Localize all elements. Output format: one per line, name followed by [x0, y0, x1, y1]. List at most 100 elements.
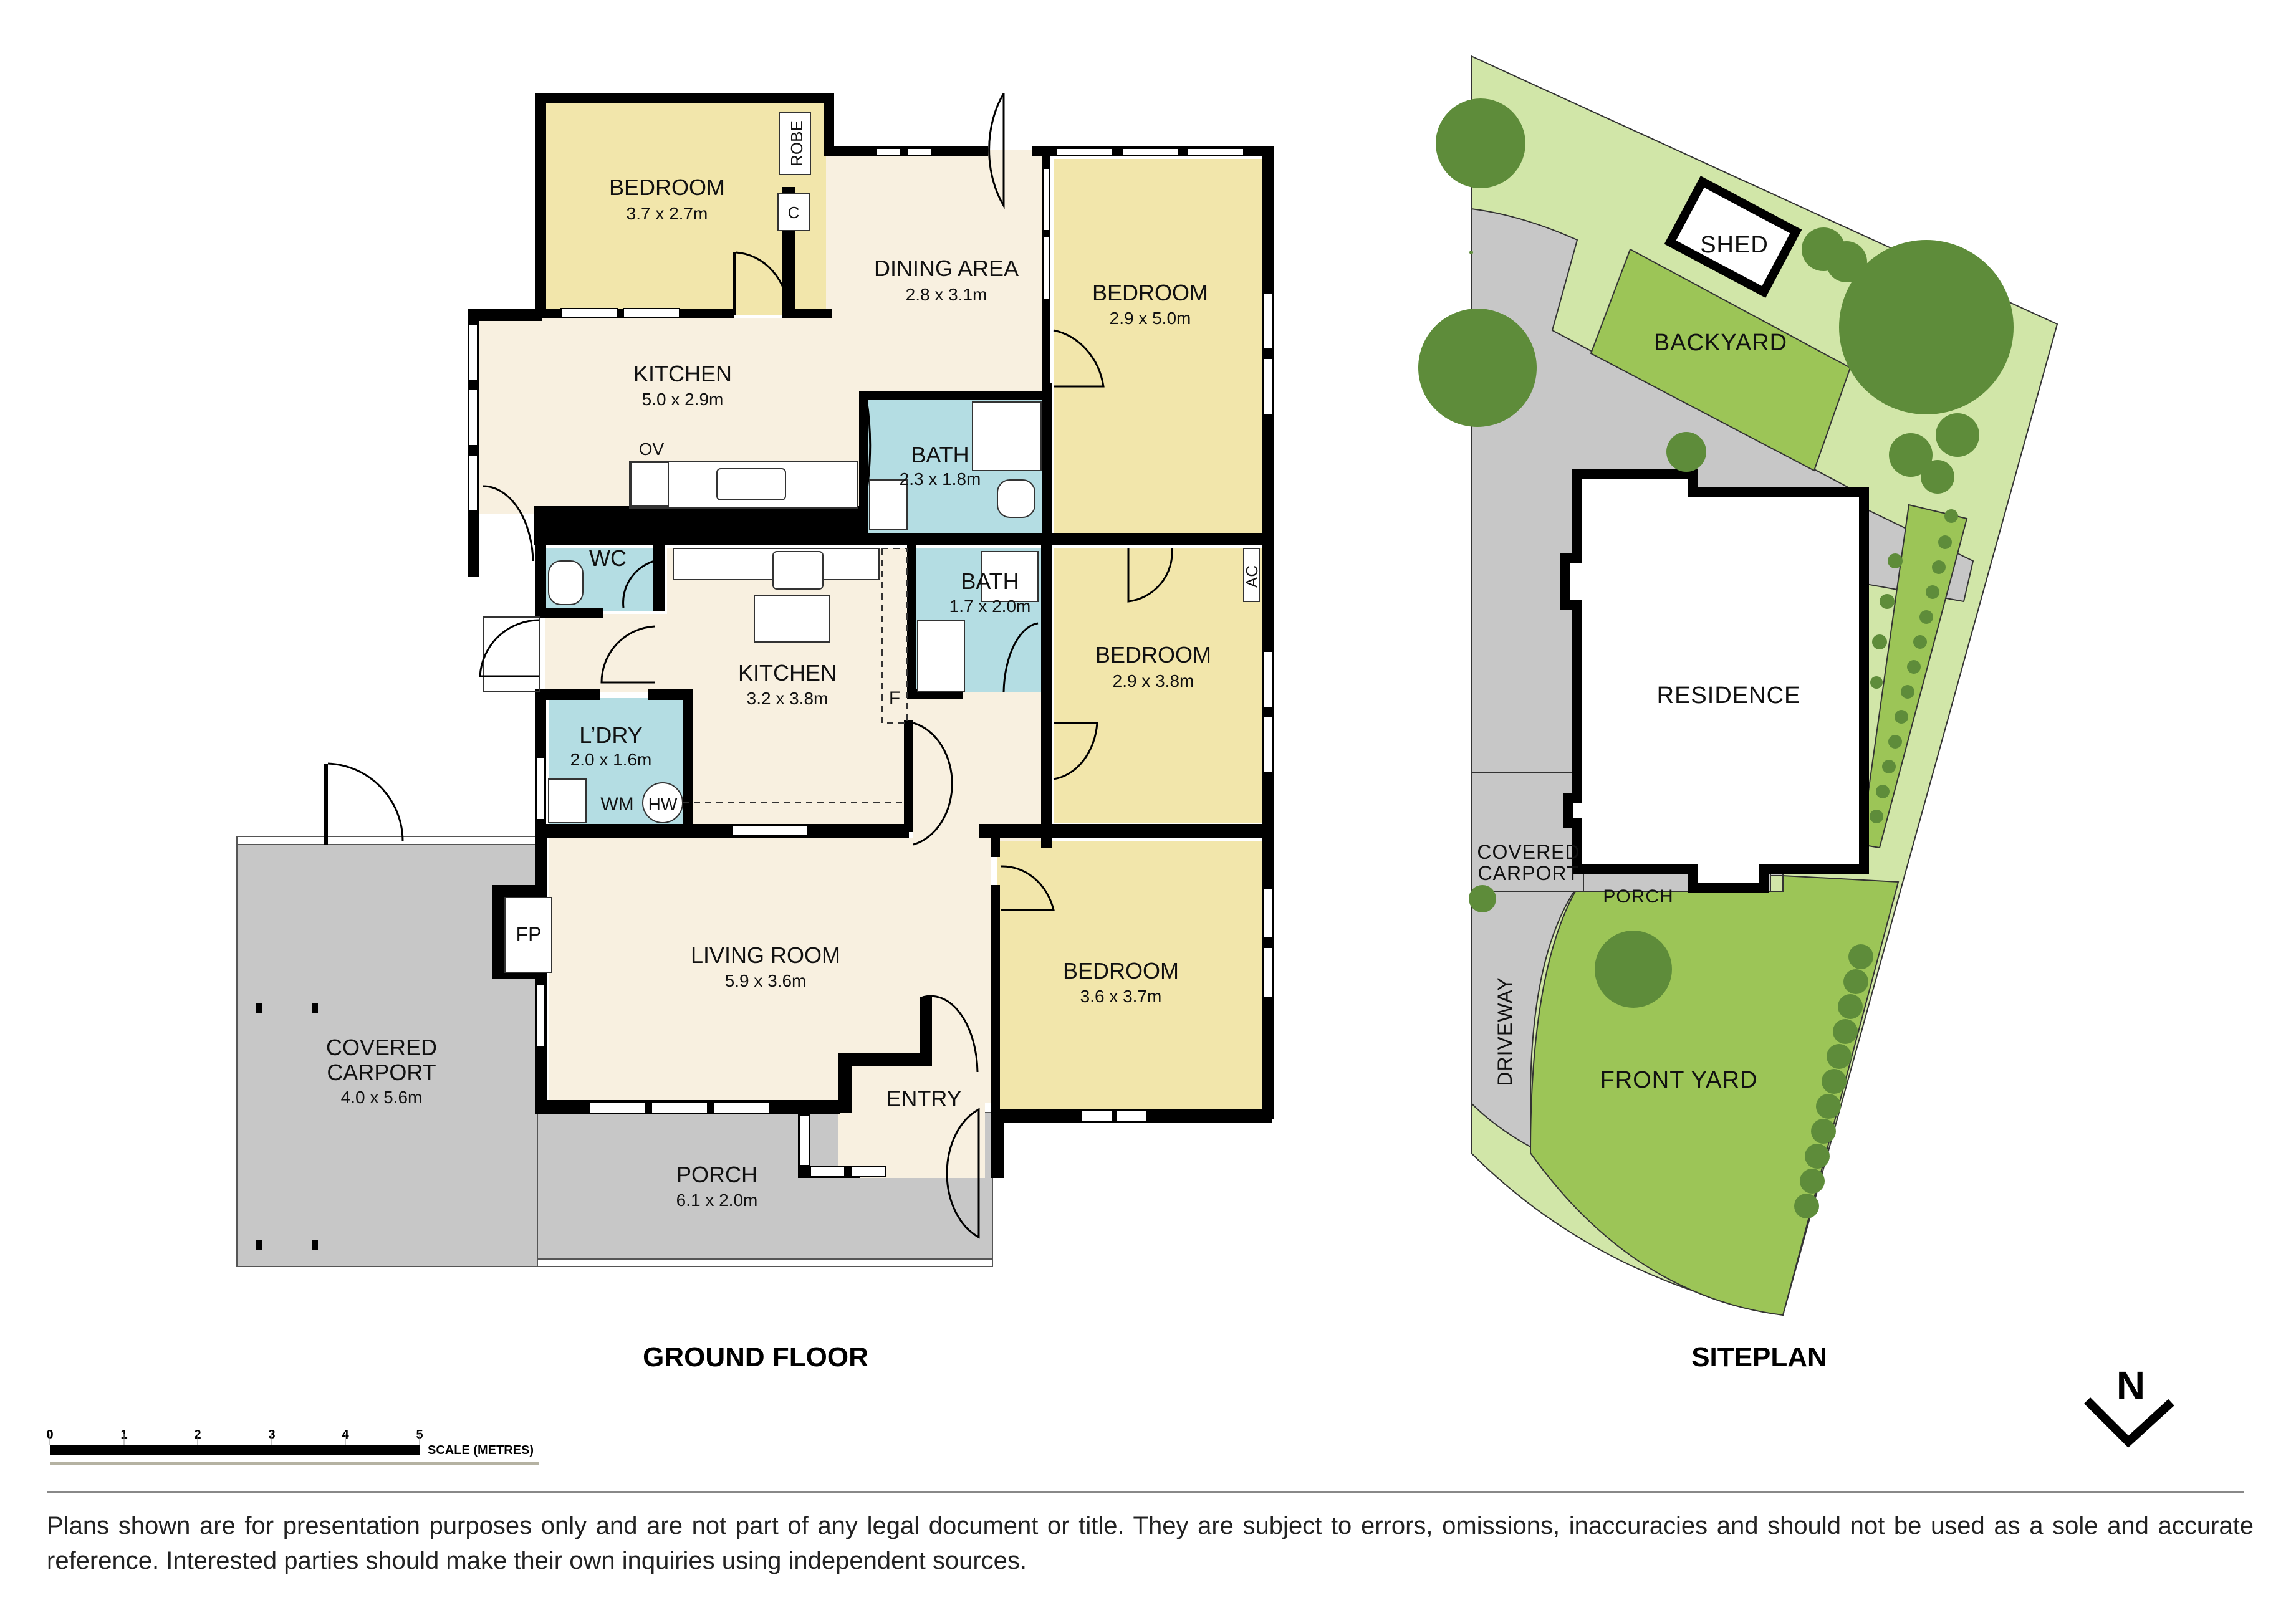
ac-label: AC [1242, 565, 1261, 588]
bedroom-3-fill [1054, 548, 1262, 823]
shrub-icon [1889, 433, 1933, 477]
door-bedroom-1[interactable] [733, 251, 790, 315]
door-bedroom-3-hall[interactable] [1053, 722, 1098, 780]
backyard-label: BACKYARD [1654, 330, 1787, 356]
bedroom-2-label: BEDROOM [1092, 280, 1208, 305]
laundry-dims: 2.0 x 1.6m [570, 750, 652, 769]
wc-label: WC [589, 545, 627, 571]
site-carport [1471, 772, 1584, 892]
door-bedroom-3[interactable] [1127, 548, 1173, 603]
driveway-label: DRIVEWAY [1494, 977, 1516, 1086]
kitchen-2-dims: 3.2 x 3.8m [747, 689, 829, 708]
bedroom-1-dims: 3.7 x 2.7m [627, 204, 708, 223]
hedge-row [1794, 509, 1958, 1218]
tree-icon [1418, 309, 1537, 427]
tree-icon [1839, 240, 2014, 414]
kitchen-1-dims: 5.0 x 2.9m [642, 390, 724, 409]
tree-icon [1469, 251, 1473, 254]
door-kitchen-2[interactable] [913, 722, 953, 846]
door-hall[interactable] [600, 625, 655, 684]
siteplan-title: SITEPLAN [1691, 1342, 1827, 1372]
hw-label: HW [648, 795, 678, 814]
svg-text:N: N [2116, 1363, 2145, 1408]
shed-label: SHED [1700, 232, 1769, 258]
scale-caption: SCALE (METRES) [428, 1443, 534, 1457]
siteplan: SHED BACKYARD RESIDENCE COVERED CARPORT … [1418, 55, 2058, 1372]
hall-fill [545, 614, 670, 692]
vanity-2 [981, 551, 1039, 602]
door-dining-exterior[interactable] [988, 93, 1005, 209]
bedroom-4-dims: 3.6 x 3.7m [1080, 987, 1162, 1006]
shrub-icon [1595, 931, 1672, 1008]
door-entry-living[interactable] [922, 995, 979, 1073]
tree-icon [1436, 98, 1525, 188]
front-yard-label: FRONT YARD [1600, 1067, 1758, 1093]
bath-2-dims: 1.7 x 2.0m [949, 596, 1031, 616]
porch-dims: 6.1 x 2.0m [676, 1190, 758, 1210]
carport-posts [256, 1003, 318, 1250]
carport-label-1: COVERED [326, 1035, 437, 1060]
fp-label: FP [516, 923, 542, 946]
site-porch-label: PORCH [1603, 886, 1673, 907]
hall2-fill [913, 692, 1050, 841]
bath-1-label: BATH [911, 442, 969, 467]
north-arrow-icon: N [2084, 1363, 2174, 1448]
bedroom-4-label: BEDROOM [1063, 958, 1179, 984]
shower-2 [917, 620, 965, 692]
bedroom-3-label: BEDROOM [1095, 642, 1211, 668]
scale-bar: 0 1 2 3 4 5 SCALE (METRES) [46, 1428, 539, 1465]
cupboard [777, 193, 810, 231]
bedroom-2-fill [1054, 159, 1262, 533]
shrub-icon [1826, 241, 1867, 282]
residence-label: RESIDENCE [1657, 682, 1801, 709]
entry-fill [838, 997, 985, 1178]
site-carport-label-2: CARPORT [1478, 862, 1580, 884]
shrub-icon [1921, 460, 1954, 494]
shrub-icon [1666, 432, 1706, 472]
backyard-lawn [1590, 248, 1852, 472]
carport-door[interactable] [324, 762, 404, 845]
cupboard-label: C [788, 203, 800, 222]
room-labels: BEDROOM 3.7 x 2.7m DINING AREA 2.8 x 3.1… [326, 175, 1211, 1210]
ground-floor-title: GROUND FLOOR [643, 1342, 868, 1372]
living-label: LIVING ROOM [691, 942, 840, 968]
dining-dims: 2.8 x 3.1m [906, 285, 987, 304]
door-bedroom-2[interactable] [1053, 329, 1105, 388]
bath-2-label: BATH [961, 568, 1019, 594]
carport-area [236, 844, 538, 1267]
robe-label: ROBE [787, 120, 806, 166]
carport-label-2: CARPORT [327, 1060, 436, 1085]
door-wc[interactable] [622, 560, 655, 608]
kitchen-1-label: KITCHEN [633, 361, 732, 386]
site-carport-label-1: COVERED [1477, 841, 1580, 863]
windows [468, 148, 1273, 1177]
fixtures: ROBE C OV AC F FP WM HW [504, 112, 1261, 973]
door-entry-front[interactable] [946, 1108, 980, 1239]
sink-2 [772, 551, 824, 590]
washing-machine [548, 778, 587, 823]
door-bath-2[interactable] [1002, 622, 1039, 692]
bedroom-2-dims: 2.9 x 5.0m [1110, 309, 1191, 328]
laundry-label: L’DRY [579, 722, 642, 748]
cooktop-1 [630, 462, 669, 507]
door-bedroom-4[interactable] [1000, 865, 1055, 911]
shower-1 [972, 401, 1042, 471]
fridge-label: F [889, 688, 900, 709]
footer-divider [47, 1491, 2244, 1493]
ground-floor-plan: ROBE C OV AC F FP WM HW [236, 93, 1274, 1372]
fireplace [504, 897, 552, 973]
door-bath-1[interactable] [859, 398, 872, 521]
entry-label: ENTRY [886, 1086, 961, 1111]
door-kitchen-exterior[interactable] [483, 485, 534, 562]
bedroom-3-dims: 2.9 x 3.8m [1113, 671, 1194, 691]
kitchen-2-label: KITCHEN [738, 660, 837, 686]
oven-label: OV [639, 439, 665, 459]
toilet-1 [997, 479, 1035, 518]
shed [1664, 176, 1802, 298]
robe [779, 112, 811, 175]
dining-label: DINING AREA [874, 256, 1019, 281]
door-side-entry[interactable] [479, 616, 540, 692]
trees [1418, 98, 2014, 1008]
vanity-1 [869, 479, 908, 530]
